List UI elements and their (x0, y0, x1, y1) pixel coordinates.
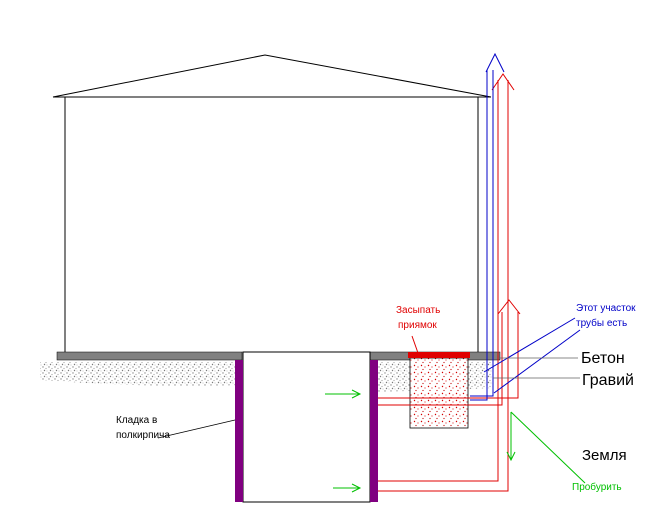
callouts (157, 357, 580, 439)
sump-pointer (411, 335, 419, 354)
blue-pipe (470, 52, 581, 401)
label-earth: Земля (582, 447, 627, 464)
blue-pointer-2 (483, 317, 576, 373)
label-existing-pipe-2: трубы есть (576, 317, 627, 329)
masonry-callout (157, 419, 236, 439)
green-arrow-upper (325, 389, 362, 399)
red-arrow-head-tall (491, 73, 515, 91)
masonry-wall-right (370, 360, 378, 502)
red-pipe-short-outer (378, 312, 519, 399)
slab-left (56, 351, 243, 361)
label-masonry-1: Кладка в (116, 415, 157, 426)
label-fill-pit-1: Засыпать (396, 305, 440, 316)
green-pointer-drill (510, 411, 586, 484)
sump (408, 335, 470, 429)
red-pipe-short-inner (378, 312, 503, 406)
house (52, 54, 492, 352)
red-pipes (378, 73, 521, 492)
blue-pipe-line-2 (470, 70, 494, 397)
label-masonry-2: полкирпича (116, 430, 170, 441)
pit-interior (242, 351, 371, 503)
blue-pointer-1 (493, 329, 581, 394)
label-drill: Пробурить (572, 481, 622, 493)
red-pipe-inner (378, 80, 499, 482)
green-arrow-lower (333, 483, 362, 493)
sump-top (408, 352, 470, 358)
roof (52, 54, 492, 98)
red-arrow-head-short (497, 299, 521, 315)
masonry-wall-left (235, 360, 243, 502)
sump-fill (409, 357, 469, 429)
label-fill-pit-2: приямок (398, 320, 437, 331)
green-arrows (325, 389, 586, 493)
gravel-left (40, 362, 240, 386)
red-pipe-outer (378, 80, 509, 492)
label-existing-pipe-1: Этот участок (576, 303, 636, 314)
pit (235, 351, 378, 503)
blue-arrow-head (485, 52, 505, 73)
label-concrete: Бетон (581, 350, 625, 367)
green-arrow-down (506, 412, 516, 462)
label-gravel: Гравий (582, 372, 634, 389)
blue-pipe-line-1 (470, 70, 488, 401)
